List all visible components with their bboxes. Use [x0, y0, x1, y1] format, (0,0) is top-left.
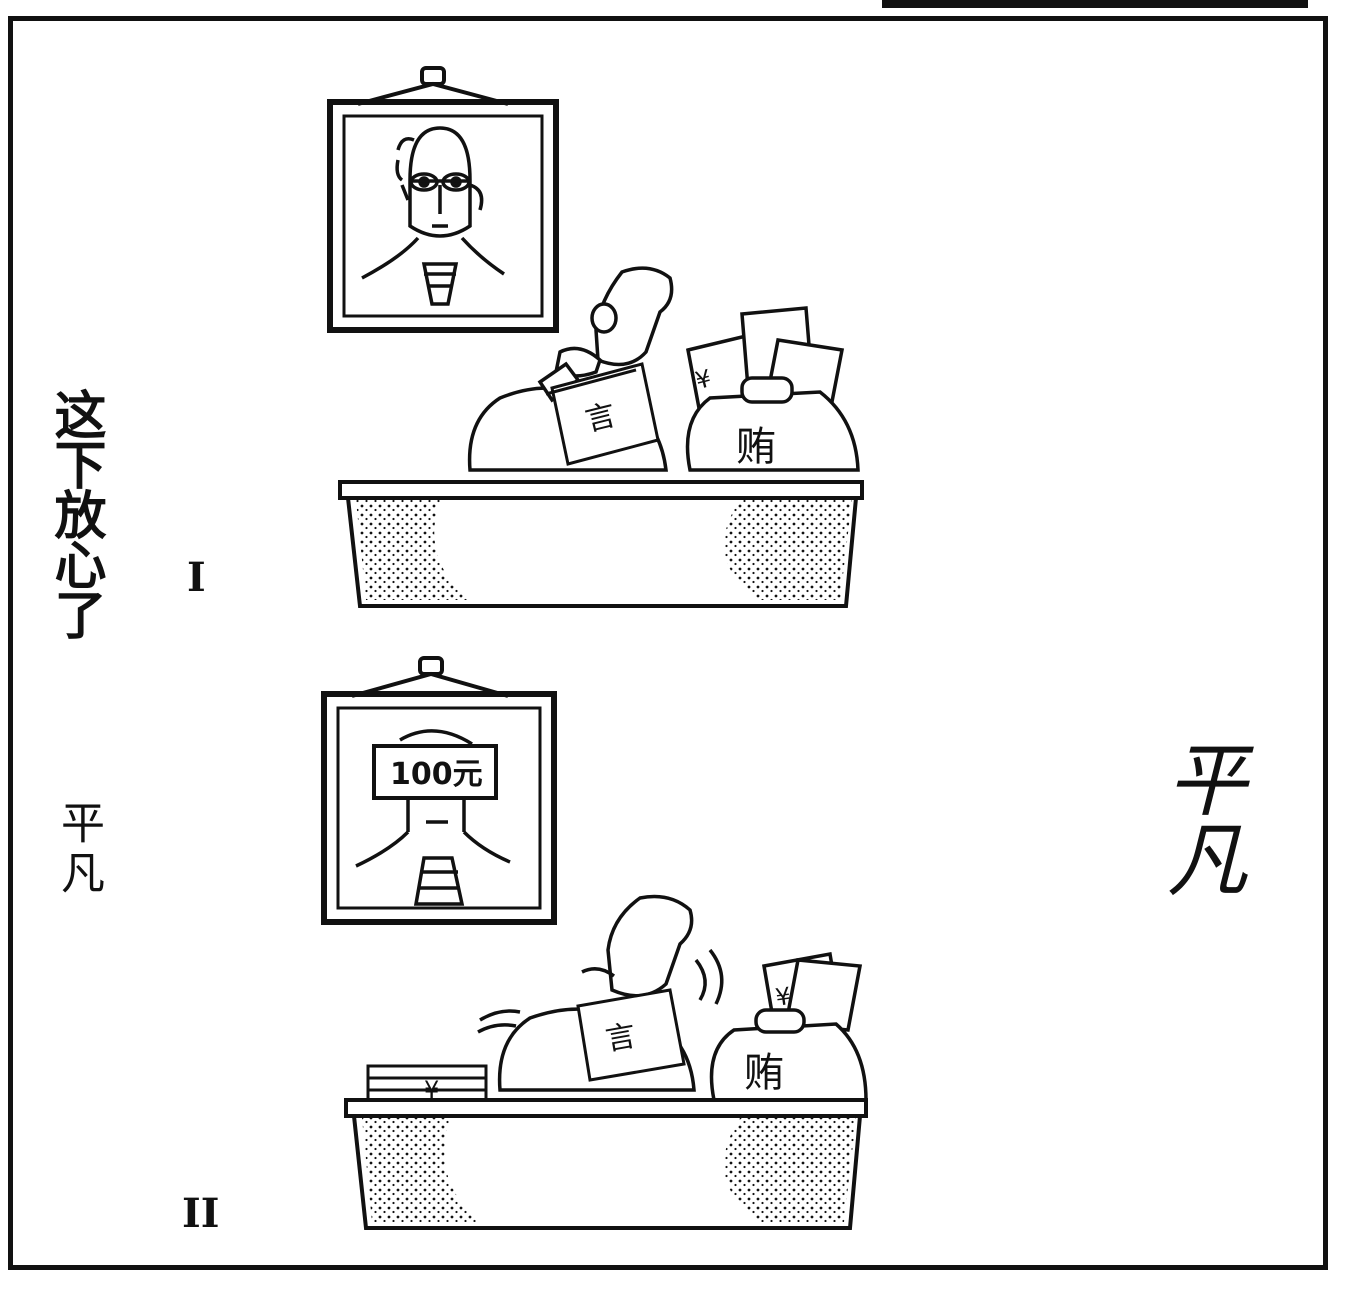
bag-label-2: 贿 [744, 1050, 784, 1096]
document-1: 言 [545, 362, 660, 466]
document-label-2: 言 [603, 1019, 639, 1059]
portrait-price-note: 100元 [390, 757, 483, 792]
portrait-face-1 [361, 126, 505, 306]
panel-2: 100元 言 ¥ [321, 656, 868, 1230]
money-bag-1: 贿 ¥ [685, 306, 860, 472]
desk-2 [344, 1098, 868, 1230]
bill-symbol-1: ¥ [693, 364, 715, 395]
money-bag-2: 贿 ¥ [709, 951, 868, 1102]
author-name: 平凡 [53, 800, 104, 900]
portrait-face-2: 100元 [355, 729, 511, 906]
comic-title: 这下放心了 [45, 388, 105, 638]
panel-1: 言 贿 ¥ [327, 66, 864, 608]
desk-1 [338, 480, 864, 608]
cash-symbol-2: ¥ [424, 1076, 439, 1104]
artist-signature: 平凡 [1154, 738, 1247, 898]
panel-number-1: I [187, 554, 206, 601]
document-2: 言 [576, 988, 686, 1082]
portrait-hook-1 [357, 66, 509, 106]
cash-stack-2: ¥ [366, 1064, 488, 1104]
portrait-frame-1 [327, 99, 559, 333]
panel-number-2: II [182, 1190, 220, 1237]
top-bar [882, 0, 1308, 8]
bill-symbol-2: ¥ [774, 982, 793, 1012]
portrait-frame-2 [321, 691, 557, 925]
comic-frame [8, 16, 1328, 1270]
bag-label-1: 贿 [736, 424, 776, 470]
portrait-hook-2 [351, 656, 509, 698]
